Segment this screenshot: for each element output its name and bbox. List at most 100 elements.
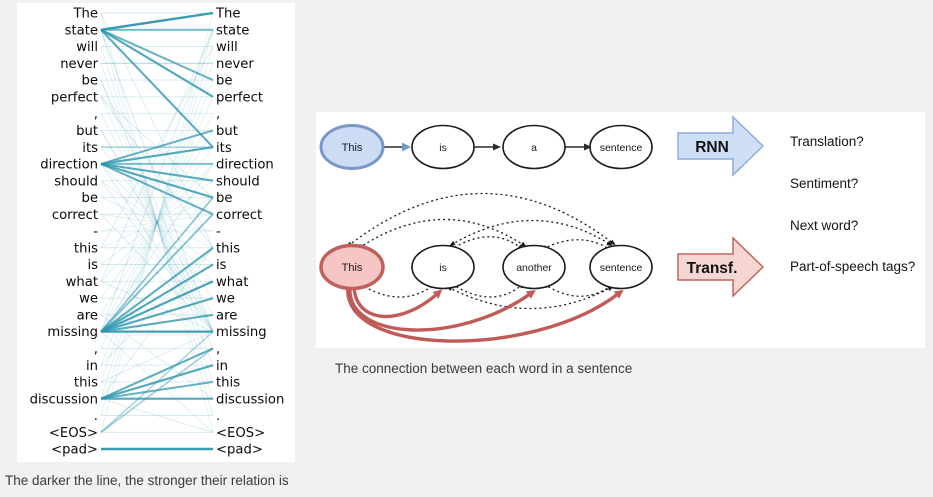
attention-line [100,347,214,400]
attention-line [100,12,214,248]
source-word-label: discussion [30,392,98,407]
attention-line [100,46,214,399]
attention-line [100,313,214,333]
svg-text:is: is [439,262,447,274]
task-label-next-word: Next word? [790,218,859,233]
svg-text:This: This [342,142,363,154]
attention-line [100,163,214,216]
attention-line [100,12,214,433]
target-word-label: will [216,40,238,55]
rnn-big-arrow: RNN [677,115,765,177]
attention-line [100,29,214,416]
dotted-arc-is-sentence-top [449,219,613,247]
svg-text:Transf.: Transf. [687,260,738,277]
target-word-label: state [216,23,249,38]
attention-line [100,398,214,433]
source-word-label: will [76,40,98,55]
attention-line [100,113,214,332]
dotted-arc-this-sentence-top [346,192,616,248]
source-word-label: but [76,124,98,139]
attention-line [100,11,214,31]
source-word-label: should [54,174,98,189]
target-word-label: what [216,275,248,290]
source-word-label: never [60,57,98,72]
target-word-label: - [216,225,221,240]
target-word-label: <pad> [216,443,263,458]
diagram-panel: This is a sentence RNN [316,112,925,348]
attention-line [100,280,214,333]
source-word-label: <EOS> [49,426,98,441]
attention-line [100,29,214,416]
attention-line [100,213,214,232]
attention-line [100,180,214,332]
target-word-label: , [216,342,220,357]
target-word-label: should [216,174,260,189]
dotted-arc-this-another-top [357,218,527,250]
attention-line [100,246,214,333]
rnn-row: This is a sentence RNN [319,115,765,177]
dotted-arc-this-is-bottom [358,282,437,298]
attention-line [100,28,214,81]
source-word-label: be [82,191,98,206]
transformer-node-is: is [411,244,475,290]
target-word-label: <EOS> [216,426,265,441]
target-word-label: are [216,309,237,324]
target-word-label: be [216,191,232,206]
attention-line [100,46,214,399]
svg-text:sentence: sentence [600,142,643,154]
target-word-label: but [216,124,238,139]
target-word-label: never [216,57,254,72]
target-word-label: is [216,258,227,273]
svg-text:This: This [342,262,363,274]
target-word-label: direction [216,158,274,173]
attention-line [100,213,214,333]
dotted-arc-is-another-top [448,236,524,252]
source-word-label: what [66,275,98,290]
source-word-label: its [82,141,98,156]
task-label-translation: Translation? [790,134,864,149]
source-word-label: , [94,342,98,357]
attention-line [100,163,214,282]
attention-line [100,63,214,383]
attention-line [100,331,214,383]
target-word-label: perfect [216,90,263,105]
red-arc-this-sentence [346,285,624,343]
svg-text:sentence: sentence [600,262,643,274]
svg-text:a: a [531,142,537,154]
svg-text:another: another [516,262,552,274]
attention-line [100,28,214,98]
attention-line [100,180,214,265]
attention-line [100,380,214,400]
target-word-label: , [216,107,220,122]
red-arc-this-is [352,286,443,319]
task-label-pos-tags: Part-of-speech tags? [790,259,916,274]
source-word-label: is [87,258,98,273]
attention-caption: The darker the line, the stronger their … [5,473,289,488]
svg-text:is: is [439,142,447,154]
attention-line [100,146,214,165]
attention-line [100,130,214,316]
attention-line [100,297,214,333]
task-label-sentiment: Sentiment? [790,176,859,191]
source-word-label: - [93,225,98,240]
source-word-label: state [65,23,98,38]
dotted-arc-another-sentence-top [541,239,613,252]
source-word-label: missing [47,325,98,340]
dotted-arc-is-another-bottom [450,282,525,298]
source-word-label: , [94,107,98,122]
dotted-arc-is-sentence-bottom [446,286,614,310]
source-word-label: correct [52,208,98,223]
transformer-row: This is another sentence Transf. [319,192,765,343]
attention-line [100,146,214,299]
transformer-node-sentence: sentence [589,244,653,290]
transformer-node-this: This [319,243,385,291]
attention-line [100,162,214,199]
attention-line [100,12,214,433]
source-word-label: perfect [51,90,98,105]
source-word-label: The [72,7,98,22]
attention-line [100,196,214,333]
target-word-label: we [216,292,235,307]
target-word-label: this [216,376,240,391]
attention-line [100,29,214,148]
